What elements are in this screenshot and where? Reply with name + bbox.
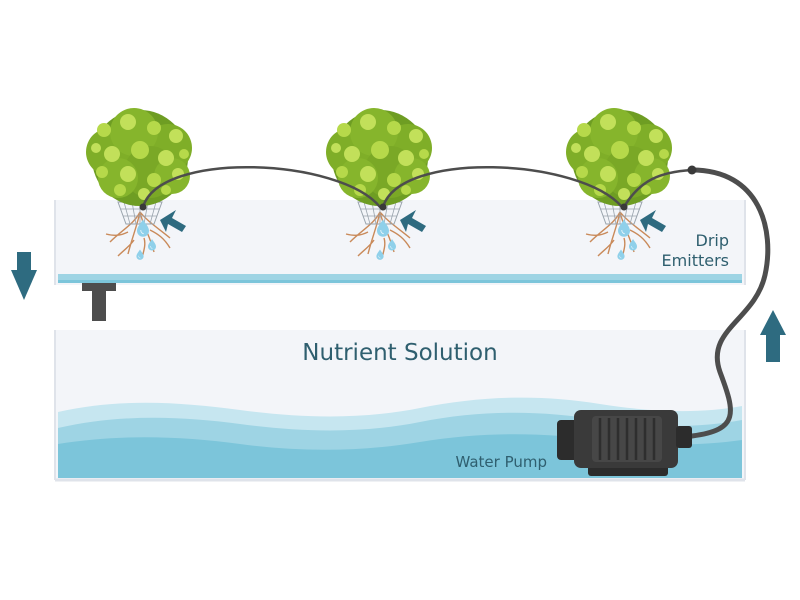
drip-emitters-label-line1: Drip [696, 231, 730, 250]
water-pump-label: Water Pump [455, 453, 547, 471]
arrow-up-icon [760, 310, 786, 362]
arrow-down-icon [11, 252, 37, 300]
pump-icon [557, 410, 692, 476]
drip-tubing [141, 166, 771, 439]
emitter-joints [139, 165, 697, 211]
drip-emitters-label-line2: Emitters [662, 251, 729, 270]
drain-spout [82, 283, 116, 321]
nutrient-solution-label: Nutrient Solution [302, 340, 497, 366]
lettuce-plant-icon [86, 108, 672, 206]
